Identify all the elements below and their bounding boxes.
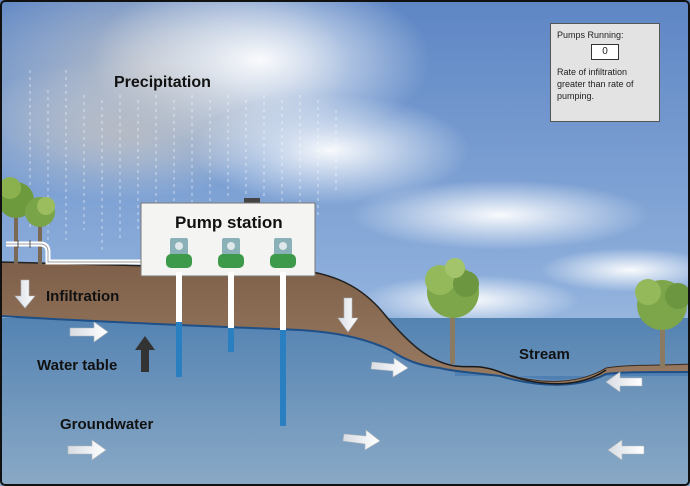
tree-right <box>635 279 690 368</box>
pump-1 <box>166 238 192 268</box>
pump-2 <box>218 238 244 268</box>
infiltration-arrow-left <box>14 279 36 309</box>
rain <box>29 70 337 250</box>
well-3 <box>280 272 286 426</box>
stream-label: Stream <box>519 346 570 363</box>
pump-station-label: Pump station <box>175 213 283 232</box>
pumps-running-label: Pumps Running: <box>557 30 624 40</box>
flow-arrow-6 <box>607 439 645 461</box>
infiltration-label: Infiltration <box>46 288 119 305</box>
stream-bed <box>454 365 607 385</box>
water-table-arrow-icon <box>135 336 155 372</box>
status-panel: Pumps Running: 0 Rate of infiltration gr… <box>550 23 660 122</box>
flow-arrow-2 <box>370 357 409 378</box>
flow-arrow-3 <box>67 439 107 461</box>
water-table-label: Water table <box>37 357 117 374</box>
well-1 <box>176 272 182 377</box>
flow-arrow-5 <box>605 371 643 393</box>
groundwater-label: Groundwater <box>60 416 154 433</box>
flow-arrow-1 <box>69 321 109 343</box>
pipeline <box>6 240 292 265</box>
pumps-running-value: 0 <box>591 44 619 60</box>
flow-arrow-4 <box>342 429 381 451</box>
clouds <box>0 0 690 325</box>
water-table-line <box>0 315 690 386</box>
ground-surface <box>0 261 456 367</box>
pump-3 <box>270 238 296 268</box>
infiltration-arrow-right <box>337 297 359 333</box>
precipitation-label: Precipitation <box>114 74 211 91</box>
well-2 <box>228 272 234 352</box>
groundwater-zone <box>0 318 690 486</box>
tree-middle <box>425 258 479 364</box>
status-message: Rate of infiltration greater than rate o… <box>557 67 634 101</box>
